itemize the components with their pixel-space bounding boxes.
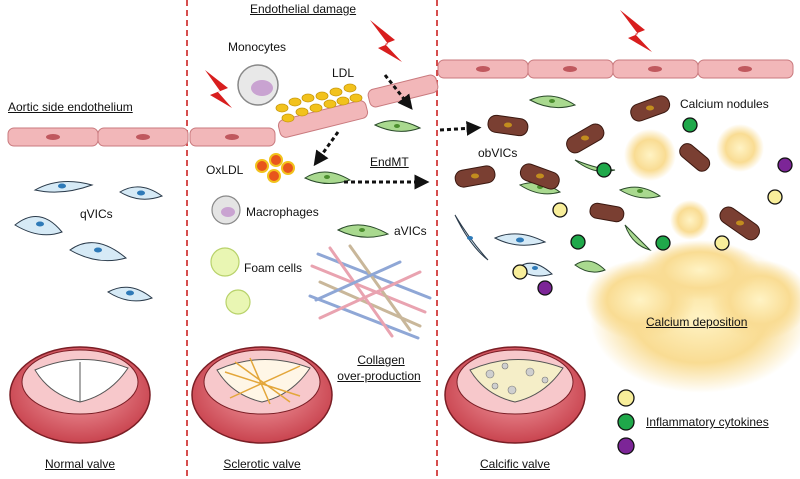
calcium-nodules: [624, 124, 764, 240]
label-macrophages: Macrophages: [246, 205, 319, 219]
endothelium-nuclei: [46, 66, 752, 140]
label-calcium-deposition: Calcium deposition: [646, 315, 748, 329]
label-collagen-line1: Collagen: [357, 353, 405, 367]
label-foam-cells: Foam cells: [244, 261, 303, 275]
qvic-cells: [14, 180, 553, 302]
label-oxldl: OxLDL: [206, 163, 244, 177]
macrophage-icon: [211, 195, 241, 225]
label-ldl: LDL: [332, 66, 355, 80]
label-calcific-valve: Calcific valve: [479, 457, 551, 471]
label-avics: aVICs: [394, 224, 427, 238]
label-normal-valve: Normal valve: [44, 457, 116, 471]
calcific-valve-icon: [444, 346, 586, 444]
sclerotic-valve-icon: [191, 346, 333, 444]
calcium-deposition-cloud: [585, 240, 800, 393]
label-endothelial-damage: Endothelial damage: [250, 2, 357, 16]
label-calcium-nodules: Calcium nodules: [680, 97, 769, 111]
endothelium-layer: [7, 59, 794, 147]
label-inflammatory-cytokines: Inflammatory cytokines: [646, 415, 769, 429]
cytokine-dots: [512, 117, 793, 296]
qvic-nuclei: [36, 183, 538, 296]
collagen-bundle: [308, 244, 432, 340]
monocyte-icon: [237, 64, 279, 106]
legend-dots: [617, 389, 635, 455]
legend-green-dot: [617, 413, 635, 431]
normal-valve-icon: [9, 346, 151, 444]
label-sclerotic-valve: Sclerotic valve: [223, 457, 301, 471]
foam-cell-icons: [210, 247, 251, 315]
label-collagen-line2: over-production: [337, 369, 421, 383]
ldl-particles: [275, 83, 363, 123]
label-monocytes: Monocytes: [228, 40, 287, 54]
label-aortic-side-endothelium: Aortic side endothelium: [8, 100, 133, 114]
label-qvics: qVICs: [80, 207, 113, 221]
oxldl-particles: [255, 153, 295, 183]
avic-nuclei: [324, 99, 643, 232]
obvic-nuclei: [471, 105, 744, 226]
legend-purple-dot: [617, 437, 635, 455]
label-endmt: EndMT: [370, 155, 409, 169]
legend-yellow-dot: [617, 389, 635, 407]
process-arrows: [313, 74, 482, 190]
lightning-icons: [205, 10, 652, 108]
label-obvics: obVICs: [478, 146, 518, 160]
